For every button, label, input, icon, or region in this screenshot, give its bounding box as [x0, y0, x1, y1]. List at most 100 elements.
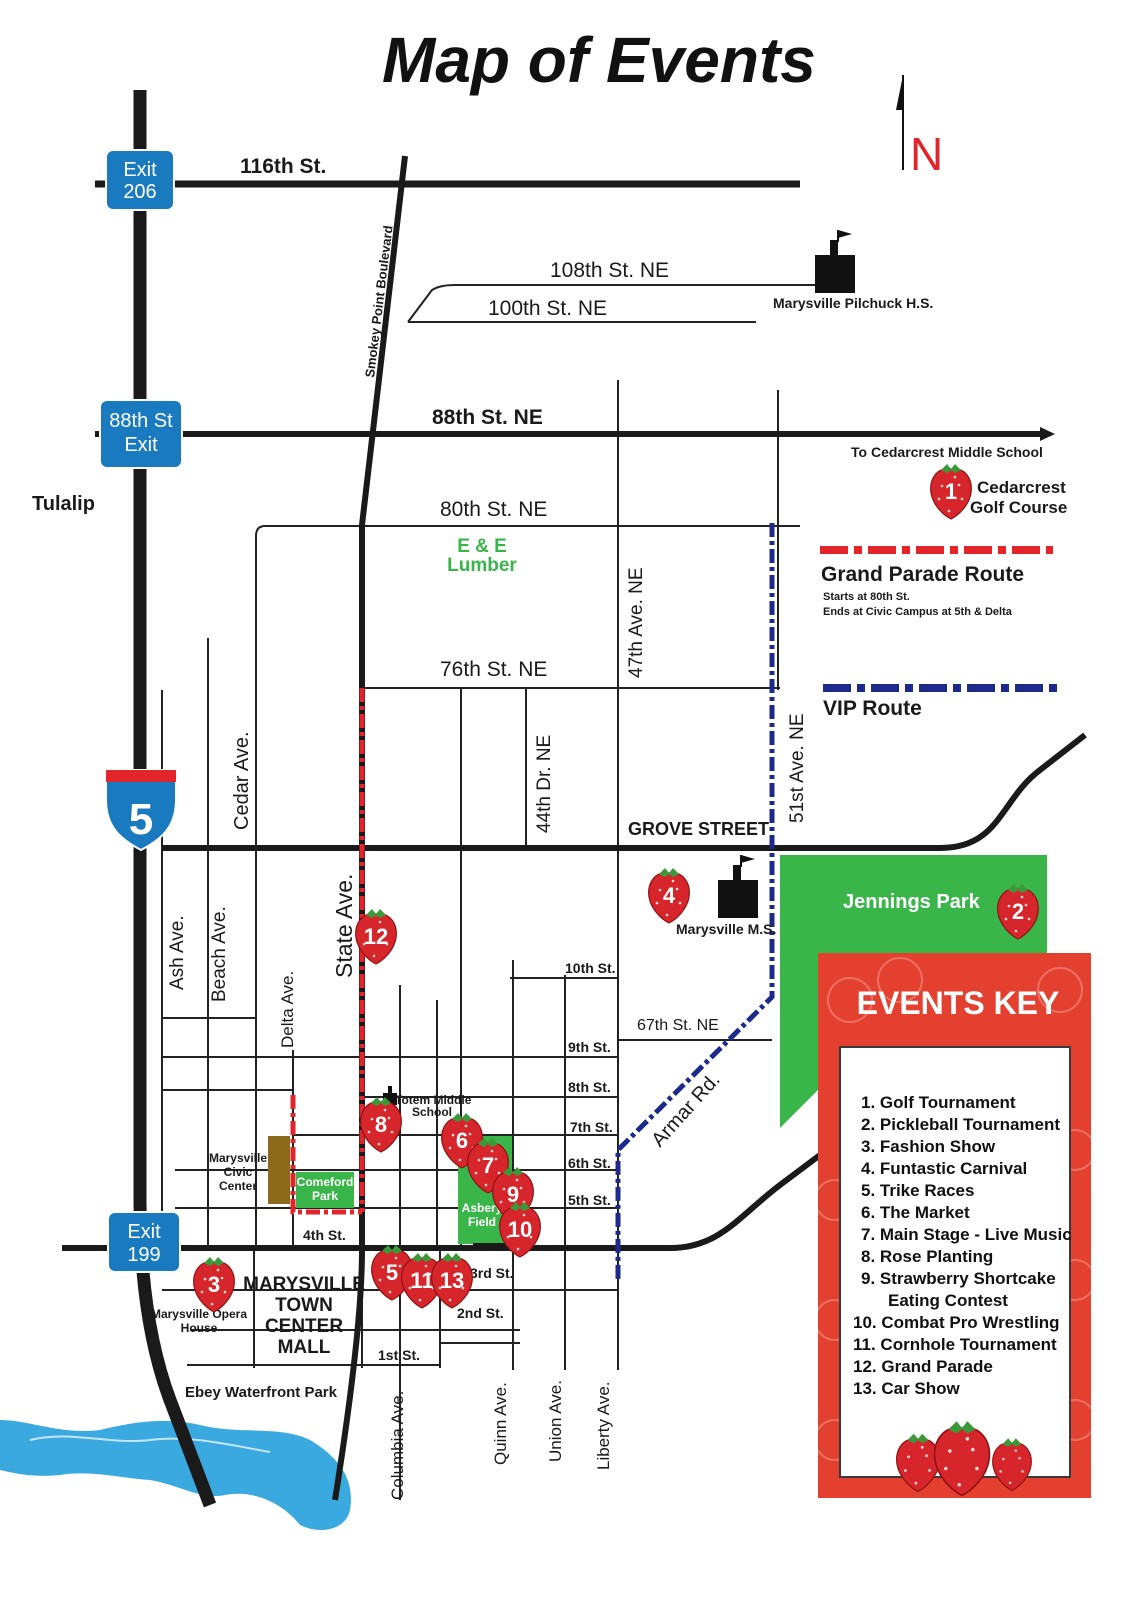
school-icon [718, 855, 758, 918]
svg-text:88th St: 88th St [109, 410, 173, 432]
events-key-item: Eating Contest [888, 1291, 1008, 1310]
label-columbia-ave: Columbia Ave. [388, 1391, 407, 1500]
events-key-item: 10. Combat Pro Wrestling [853, 1313, 1060, 1332]
event-marker-10[interactable]: 10 [499, 1201, 541, 1258]
event-marker-12[interactable]: 12 [355, 908, 397, 965]
event-marker-13[interactable]: 13 [431, 1252, 473, 1309]
svg-text:3: 3 [208, 1272, 220, 1297]
school-icon [815, 230, 855, 293]
svg-text:10: 10 [508, 1217, 532, 1242]
label-asbery-field: Asbery [462, 1201, 503, 1215]
north-label: N [910, 128, 943, 180]
exit-88-sign: 88th St Exit [99, 399, 183, 469]
events-key-item: 8. Rose Planting [861, 1247, 993, 1266]
label-80th: 80th St. NE [440, 498, 547, 521]
label-51st-ave: 51st Ave. NE [787, 714, 808, 824]
svg-text:206: 206 [123, 181, 156, 203]
label-beach-ave: Beach Ave. [209, 906, 230, 1002]
label-5th: 5th St. [568, 1192, 611, 1208]
label-9th: 9th St. [568, 1039, 611, 1055]
label-opera-house: Marysville Opera [151, 1307, 247, 1321]
svg-text:12: 12 [364, 924, 388, 949]
event-marker-5[interactable]: 5 [371, 1244, 413, 1301]
event-marker-4[interactable]: 4 [648, 867, 690, 924]
label-ash-ave: Ash Ave. [167, 915, 188, 990]
label-delta-ave: Delta Ave. [278, 971, 297, 1048]
event-marker-3[interactable]: 3 [193, 1256, 235, 1313]
svg-text:Center: Center [219, 1179, 257, 1193]
label-comeford-park: Comeford [297, 1175, 354, 1189]
label-quinn-ave: Quinn Ave. [491, 1382, 510, 1465]
events-key-card: EVENTS KEY 1. Golf Tournament 2. Pickleb… [814, 953, 1096, 1498]
label-44th-dr: 44th Dr. NE [534, 735, 555, 833]
events-key-item: 6. The Market [861, 1203, 970, 1222]
water-body [0, 1420, 351, 1530]
svg-text:School: School [412, 1105, 452, 1119]
event-marker-2[interactable]: 2 [997, 883, 1039, 940]
svg-text:Exit: Exit [127, 1221, 161, 1243]
events-key-item: 1. Golf Tournament [861, 1093, 1016, 1112]
events-key-item: 11. Cornhole Tournament [853, 1335, 1057, 1354]
svg-text:Civic: Civic [224, 1165, 253, 1179]
svg-text:MALL: MALL [278, 1337, 331, 1358]
jennings-park-area [780, 855, 1047, 1128]
svg-text:9: 9 [507, 1182, 519, 1207]
legend-parade-note: Starts at 80th St. [823, 591, 910, 603]
label-pilchuck-hs: Marysville Pilchuck H.S. [773, 295, 933, 311]
legend-vip-title: VIP Route [823, 697, 922, 720]
label-grove-street: GROVE STREET [628, 819, 769, 839]
svg-text:Ends at Civic Campus at 5th &: Ends at Civic Campus at 5th & Delta [823, 606, 1013, 618]
label-108th: 108th St. NE [550, 259, 669, 282]
label-state-ave: State Ave. [331, 874, 357, 978]
label-cedarcrest-ms: To Cedarcrest Middle School [851, 444, 1043, 460]
svg-text:Park: Park [312, 1189, 338, 1203]
svg-text:1: 1 [945, 479, 957, 504]
vip-route-line [615, 523, 775, 1282]
svg-text:5: 5 [386, 1260, 398, 1285]
exit-199-sign: Exit 199 [107, 1211, 181, 1273]
label-88th: 88th St. NE [432, 406, 543, 429]
comeford-park-area [296, 1172, 354, 1208]
event-marker-11[interactable]: 11 [401, 1252, 443, 1309]
north-arrow-icon: N [896, 75, 943, 180]
svg-text:CENTER: CENTER [265, 1316, 343, 1337]
event-marker-6[interactable]: 6 [441, 1112, 483, 1169]
label-10th: 10th St. [565, 960, 616, 976]
label-tulalip: Tulalip [32, 493, 95, 515]
label-civic-center: Marysville [209, 1151, 267, 1165]
street-grid [161, 284, 818, 1500]
event-marker-7[interactable]: 7 [467, 1137, 509, 1194]
exit-206-sign: Exit 206 [105, 149, 175, 211]
svg-text:6: 6 [456, 1128, 468, 1153]
label-marysville-ms: Marysville M.S. [676, 921, 776, 937]
event-marker-9[interactable]: 9 [492, 1166, 534, 1223]
legend-parade-title: Grand Parade Route [821, 563, 1024, 586]
label-cedar-ave: Cedar Ave. [231, 731, 253, 830]
events-key-item: 13. Car Show [853, 1379, 961, 1398]
event-marker-1[interactable]: 1 [930, 463, 972, 520]
label-1st: 1st St. [378, 1347, 420, 1363]
svg-text:13: 13 [440, 1268, 464, 1293]
svg-text:Exit: Exit [124, 434, 158, 456]
label-ee-lumber: E & E [457, 536, 507, 557]
events-key-item: 7. Main Stage - Live Music [861, 1225, 1072, 1244]
svg-text:5: 5 [129, 795, 153, 844]
svg-text:4: 4 [663, 883, 676, 908]
label-cedarcrest-gc: Cedarcrest [977, 478, 1066, 497]
event-marker-8[interactable]: 8 [360, 1096, 402, 1153]
svg-text:Lumber: Lumber [447, 555, 517, 576]
svg-text:8: 8 [375, 1112, 387, 1137]
label-4th: 4th St. [303, 1227, 346, 1243]
events-key-item: 5. Trike Races [861, 1181, 974, 1200]
label-6th: 6th St. [568, 1155, 611, 1171]
svg-text:Exit: Exit [123, 159, 157, 181]
events-key-item: 12. Grand Parade [853, 1357, 993, 1376]
label-totem-ms: Totem Middle [395, 1093, 472, 1107]
events-key-item: 4. Funtastic Carnival [861, 1159, 1027, 1178]
label-7th: 7th St. [570, 1119, 613, 1135]
svg-text:2: 2 [1012, 899, 1024, 924]
label-union-ave: Union Ave. [546, 1380, 565, 1462]
civic-center-building [268, 1136, 290, 1204]
svg-text:11: 11 [410, 1268, 433, 1293]
